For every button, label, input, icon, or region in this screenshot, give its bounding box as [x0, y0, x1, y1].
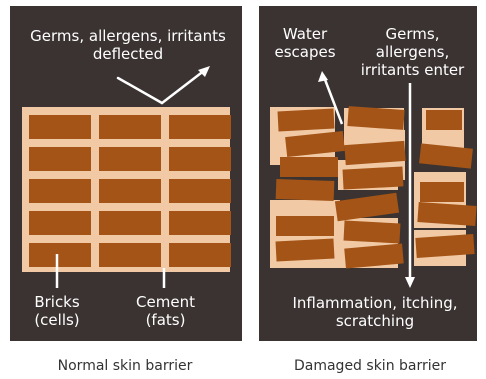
brick [344, 141, 405, 165]
enter-arrowhead [405, 277, 415, 288]
brick [419, 143, 473, 168]
brick [99, 115, 161, 139]
brick [280, 157, 338, 177]
deflect-arrow-left [118, 78, 162, 103]
brick [169, 211, 231, 235]
damaged-caption: Damaged skin barrier [270, 358, 470, 374]
water-escapes-label: Water escapes [270, 25, 340, 61]
brick [29, 147, 91, 171]
brick [276, 238, 335, 261]
brick [99, 211, 161, 235]
bricks-label: Bricks (cells) [22, 293, 92, 329]
deflect-arrows [118, 70, 205, 103]
brick [276, 216, 334, 236]
brick [99, 147, 161, 171]
brick [99, 243, 161, 267]
brick [169, 147, 231, 171]
brick [420, 182, 464, 202]
brick [169, 179, 231, 203]
brick [343, 166, 404, 189]
brick [415, 234, 474, 258]
brick [169, 243, 231, 267]
brick [29, 243, 91, 267]
brick [278, 109, 335, 132]
cement-label: Cement (fats) [128, 293, 203, 329]
normal-caption: Normal skin barrier [30, 358, 220, 374]
brick [347, 106, 404, 130]
normal-brick-grid [29, 115, 231, 267]
brick [417, 202, 476, 226]
brick [426, 110, 462, 130]
brick [169, 115, 231, 139]
brick [344, 221, 401, 244]
deflect-arrow-right [162, 70, 205, 103]
deflected-label: Germs, allergens, irritants deflected [24, 27, 232, 63]
inflammation-label: Inflammation, itching, scratching [290, 294, 460, 330]
brick [29, 179, 91, 203]
brick [29, 211, 91, 235]
brick [99, 179, 161, 203]
germs-enter-label: Germs, allergens, irritants enter [350, 25, 475, 79]
brick [276, 179, 335, 201]
brick [29, 115, 91, 139]
brick [335, 193, 399, 221]
